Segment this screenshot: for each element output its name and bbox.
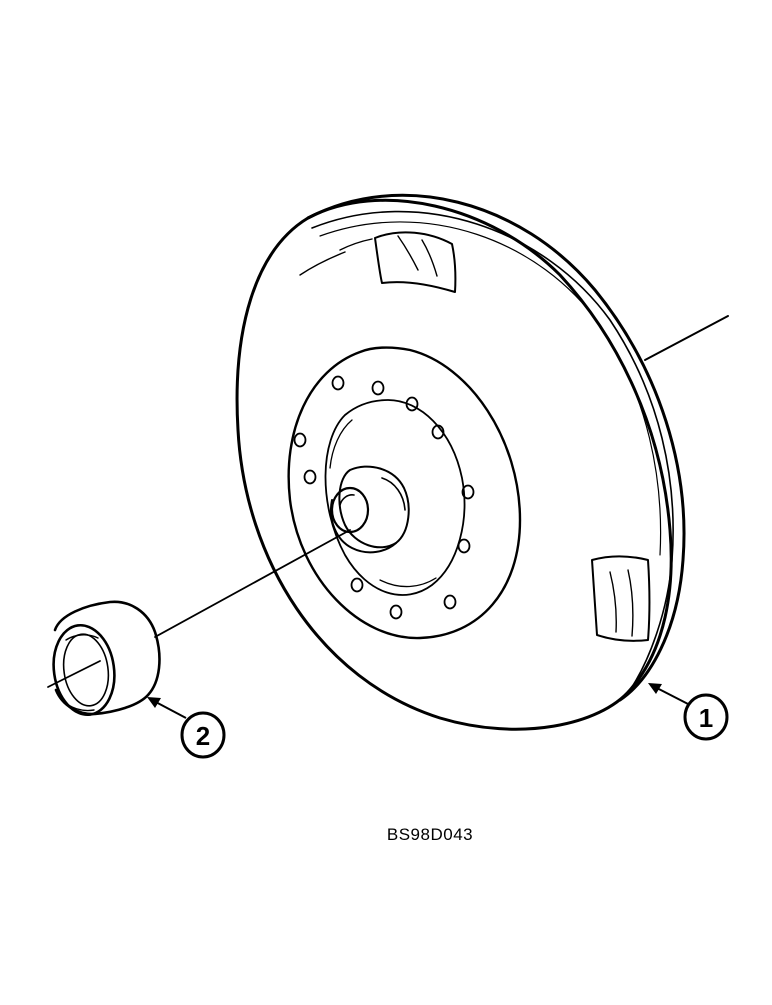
callout-1-label: 1 <box>699 703 713 733</box>
bolt-hole <box>303 469 317 485</box>
assembly-leader-line <box>154 529 351 638</box>
front-hub-face <box>287 346 522 640</box>
bolt-hole <box>350 577 364 593</box>
bolt-hole <box>431 424 445 440</box>
bolt-hole <box>405 396 419 412</box>
converter-front-rim <box>235 198 673 731</box>
callout-1: 1 <box>648 683 729 741</box>
converter-shell-line <box>311 210 674 691</box>
bolt-hole <box>371 380 385 396</box>
bolt-hole <box>293 432 307 448</box>
shaft-line <box>644 315 729 361</box>
callout-2: 2 <box>147 697 226 759</box>
bolt-hole <box>389 604 403 620</box>
bolt-holes <box>293 375 475 620</box>
bushing <box>47 600 161 717</box>
bolt-hole <box>331 375 345 391</box>
hub-boss <box>330 465 410 554</box>
callout-2-label: 2 <box>196 721 210 751</box>
figure-id: BS98D043 <box>387 825 473 844</box>
bolt-hole <box>443 594 457 610</box>
torque-converter <box>235 193 729 731</box>
bolt-hole <box>457 538 471 554</box>
upper-blade-pocket <box>374 231 457 293</box>
converter-rear-rim <box>306 193 686 702</box>
bolt-hole <box>461 484 475 500</box>
lower-blade-pocket <box>591 555 651 642</box>
converter-shell-line-2 <box>319 221 662 556</box>
